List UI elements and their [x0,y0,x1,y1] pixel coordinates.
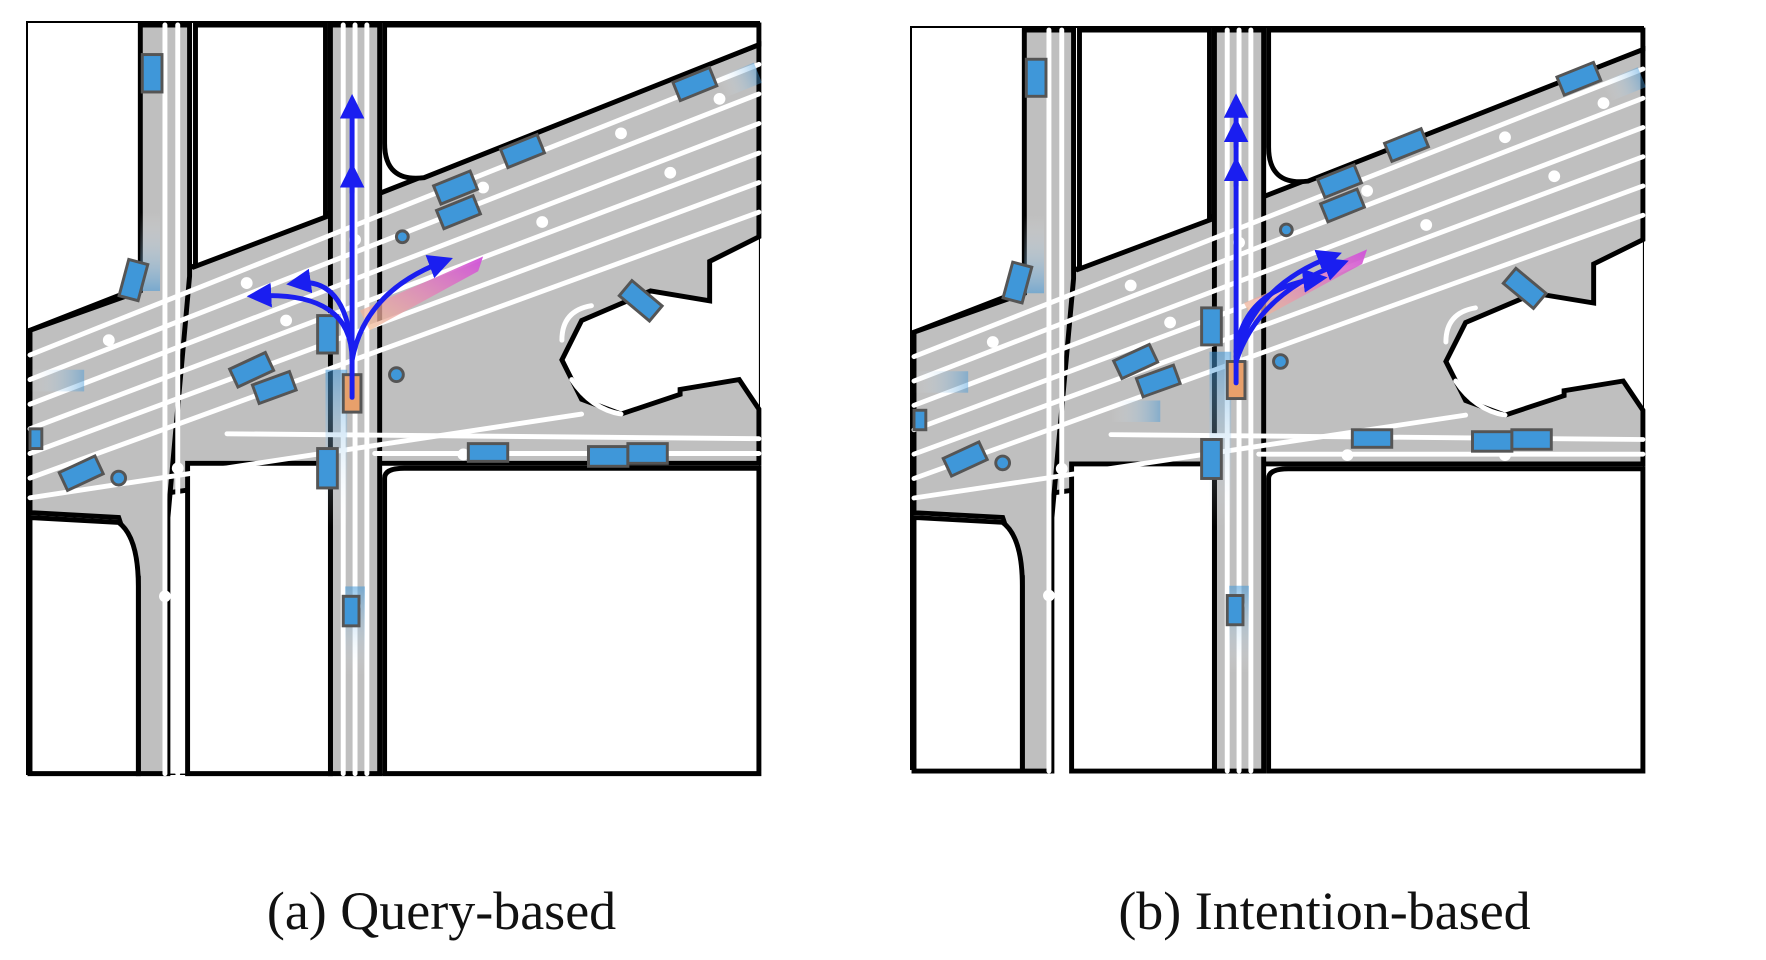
vehicle [1024,57,1048,98]
vehicle [1510,428,1553,451]
vehicle [1200,438,1223,480]
vehicle [1001,260,1034,305]
vehicle [626,442,669,465]
vehicle [1318,187,1367,224]
vehicle [912,408,928,432]
pedestrian [1278,222,1294,238]
vehicle [431,169,480,206]
vehicle [1225,594,1245,627]
pedestrian [110,469,128,487]
vehicle [341,594,361,628]
vehicle [227,350,276,389]
vehicle [1350,428,1394,449]
vehicle [670,65,719,103]
map-intention-based [910,26,1646,880]
vehicle [466,442,510,463]
vehicle [316,447,339,490]
vehicle [28,427,44,451]
vehicle [1554,60,1603,97]
caption-intention-based: (b) Intention-based [1118,881,1531,941]
vehicle [587,445,630,468]
trajectory-arrow [286,268,355,353]
pedestrian [994,454,1012,472]
vehicle [1382,126,1431,164]
vehicle [316,314,339,355]
vehicle-group [28,53,719,628]
pedestrian [1272,353,1289,370]
vehicle [498,132,547,170]
trajectory-arrow [1233,249,1342,360]
trajectories [1223,93,1349,386]
map-query-based [26,21,762,880]
vehicle [1471,430,1514,453]
panel-query-based: (a) Query-based [26,21,762,941]
pedestrian [388,366,405,384]
trajectories [246,93,453,400]
vehicle [1200,306,1223,347]
panel-intention-based: (b) Intention-based [883,0,1766,960]
vehicle [1315,162,1364,200]
vehicle [1134,363,1183,399]
vehicle [1501,266,1549,311]
vehicle [140,53,164,94]
vehicle [57,453,106,493]
vehicle [1111,342,1160,381]
pedestrian [394,229,410,245]
vehicle [617,278,665,324]
vehicle [250,369,299,406]
caption-query-based: (a) Query-based [266,881,617,941]
vehicle [117,257,150,303]
trajectory-arrow [1233,257,1349,364]
vehicle [434,193,483,231]
vehicle-group [912,57,1603,627]
trajectory-arrow [349,255,453,363]
vehicle [941,439,990,479]
